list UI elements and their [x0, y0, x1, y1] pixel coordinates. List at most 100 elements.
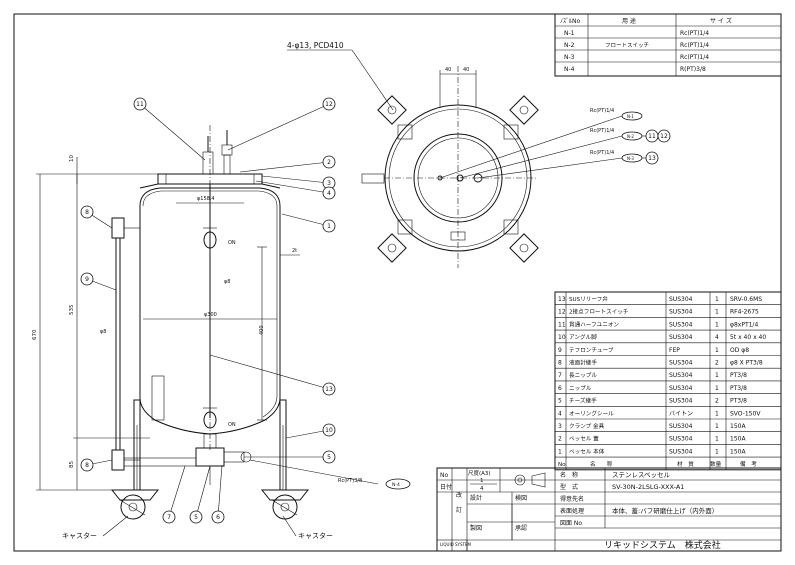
parts-cell: 150A [730, 423, 746, 430]
parts-cell: SUS304 [669, 309, 693, 316]
n4-tag [385, 478, 411, 490]
rc-label-2: Rc(PT)1/4 [590, 128, 614, 134]
balloon-number: 13 [325, 386, 333, 393]
caster-left-label: キャスター [62, 531, 97, 540]
parts-cell: 1 [715, 372, 719, 379]
parts-cell: 2接点フロートスイッチ [569, 308, 629, 316]
leader-line [209, 354, 330, 390]
tb-scale-num: 1 [480, 478, 484, 484]
tb-inspect-label: 検図 [515, 494, 527, 502]
nozzle-header-no: ﾉｽﾞﾙNo [560, 18, 580, 25]
tb-scale-label: 尺度(A3) [468, 469, 491, 477]
leader-line [281, 213, 330, 227]
parts-cell: 5 [558, 398, 562, 405]
parts-cell: SRV-0.6MS [730, 296, 762, 303]
leader-line [168, 465, 186, 518]
tb-date-label: 日付 [440, 483, 452, 491]
balloon-number: 9 [85, 276, 89, 283]
balloon-number: 7 [167, 514, 171, 521]
parts-cell: 3 [558, 423, 562, 430]
balloon-number: 12 [660, 133, 668, 140]
parts-cell: ベッセル 蓋 [569, 435, 599, 443]
n4-text: N-4 [392, 482, 400, 488]
parts-cell: SUS304 [669, 334, 693, 341]
balloon-circle [80, 458, 94, 472]
n1-text: N-1 [627, 114, 634, 119]
dim-40-right: 40 [463, 67, 469, 73]
nozzle-header-size: サ イ ズ [710, 17, 732, 25]
dim-535: 535 [69, 304, 75, 315]
parts-cell: 1 [715, 296, 719, 303]
parts-cell: FEP [669, 347, 680, 354]
rc-label-1: Rc(PT)1/4 [590, 108, 614, 114]
parts-cell: SUSリリーフ弁 [569, 295, 608, 303]
parts-header: 備 考 [740, 460, 757, 468]
parts-cell: 長ニップル [569, 372, 597, 379]
parts-cell: 1 [558, 448, 562, 455]
balloon-circle [322, 423, 336, 437]
balloon-number: 3 [327, 180, 331, 187]
on-top: ON [228, 240, 236, 246]
nozzle-row-size: R(PT)3/8 [680, 66, 706, 73]
bolt-hole-icon [509, 233, 539, 263]
tb-customer-label: 得意先名 [560, 495, 584, 503]
balloon-circle [211, 510, 225, 524]
parts-cell: 8 [558, 360, 562, 367]
parts-cell: 液面計継手 [569, 359, 597, 367]
rc-label-3: Rc(PT)1/4 [590, 150, 614, 156]
leader-line [255, 180, 330, 194]
parts-cell: SUS304 [669, 436, 693, 443]
balloon-circle [322, 382, 336, 396]
balloon-number: 4 [327, 190, 331, 197]
balloon-circle [80, 205, 94, 219]
parts-cell: 1 [715, 436, 719, 443]
nozzle-row-use: フロートスイッチ [605, 42, 649, 49]
balloon-circle [322, 97, 336, 111]
title-block: No 日付 尺度(A3) 1 4 設計 検図 製図 承認 改 訂 LIQUID … [436, 467, 782, 552]
caster-left-icon [110, 489, 160, 520]
drawing-border [13, 13, 782, 552]
parts-header: 材 質 [677, 460, 694, 468]
balloon-number: 11 [648, 133, 656, 140]
balloon-number: 11 [136, 101, 144, 108]
tb-design-label: 設計 [470, 494, 482, 502]
dim-8-inner: φ8 [224, 279, 230, 285]
parts-cell: SUS304 [669, 360, 693, 367]
leader-line [227, 103, 330, 151]
parts-cell: SVO-150V [730, 410, 761, 417]
tb-rev-label: 改 [456, 491, 462, 499]
parts-cell: 5t x 40 x 40 [730, 334, 766, 341]
parts-cell: SUS304 [669, 423, 693, 430]
projection-symbol-icon [514, 472, 546, 488]
balloon-number: 2 [327, 159, 331, 166]
balloon-number: 6 [216, 514, 220, 521]
parts-cell: 11 [558, 321, 566, 328]
parts-cell: SUS304 [669, 321, 693, 328]
parts-cell: バイトン [669, 410, 693, 417]
dim-158: φ158.4 [197, 196, 215, 202]
parts-cell: SUS304 [669, 296, 693, 303]
n1-tag [621, 111, 643, 121]
tb-trace-label: 製図 [470, 524, 482, 532]
nozzle-row-no: N-4 [564, 66, 575, 73]
parts-cell: SUS304 [669, 385, 693, 392]
balloon-number: 12 [325, 101, 333, 108]
tb-no-label: No [440, 472, 448, 479]
parts-cell: ニップル [569, 385, 592, 392]
parts-cell: 13 [558, 296, 566, 303]
tb-finish-value: 本体、蓋:バフ研磨仕上げ（内外面） [612, 506, 718, 515]
leader-line [217, 464, 223, 518]
balloon-circle [162, 510, 176, 524]
nozzle-row-size: Rc(PT)1/4 [680, 30, 709, 37]
parts-cell: 6 [558, 385, 562, 392]
dim-10: 10 [69, 155, 75, 162]
tb-scale-den: 4 [480, 486, 484, 492]
parts-cell: 4 [558, 410, 562, 417]
tb-model-label: 型 式 [560, 483, 578, 491]
tb-name-label: 名 称 [560, 471, 578, 479]
parts-cell: クランプ 金具 [569, 422, 605, 430]
top-view: 40 40 Rc(PT)1/4 N-1 Rc(PT)1/4 N-2 Rc(PT)… [361, 66, 643, 268]
bolt-note: 4-φ13, PCD410 [287, 41, 344, 50]
